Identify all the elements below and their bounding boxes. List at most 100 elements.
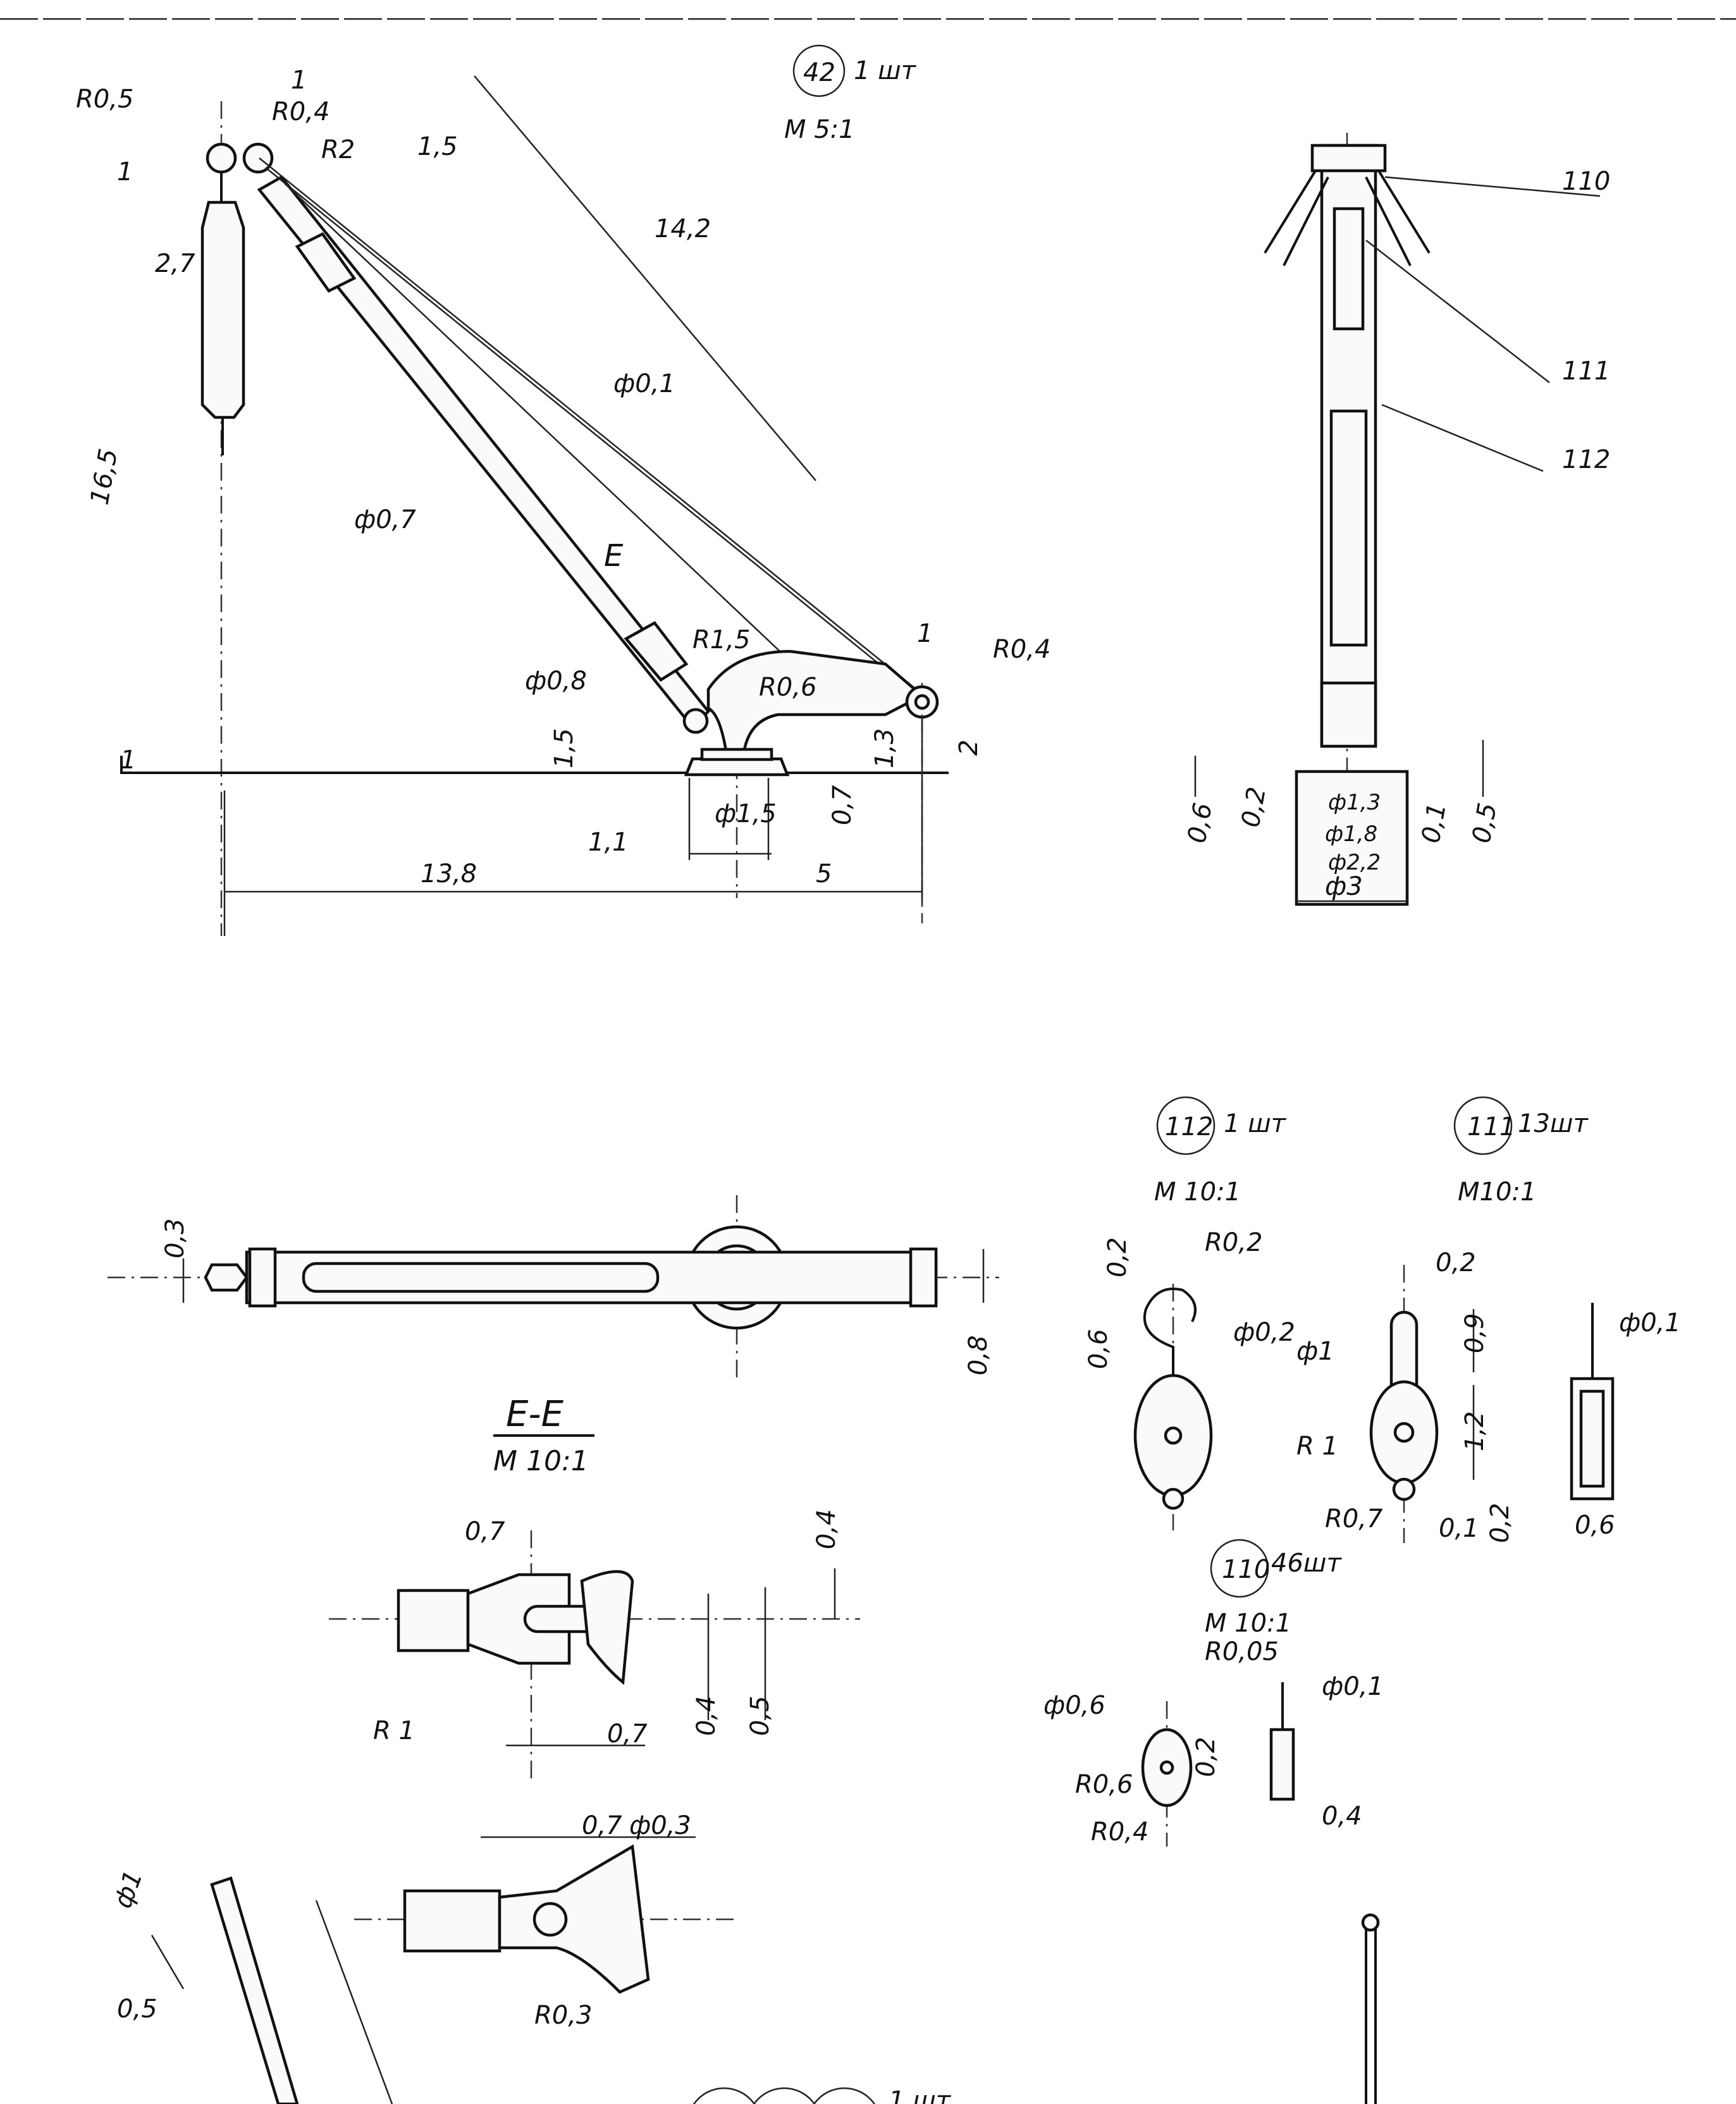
quantity: 46шт [1271,1549,1343,1578]
side-strap [1269,1728,1295,1801]
dim-label: ф1,3 [1328,790,1381,815]
dim-label: ф1,8 [1325,821,1377,847]
dim-label: ф2,2 [1328,850,1381,875]
dim-label: ф0,3 [629,1811,691,1840]
pin-bracket [498,1844,650,1994]
scale: M 10:1 [1154,1178,1241,1207]
head-pulley [204,1263,249,1292]
guy-rope [259,157,921,693]
dim-label: R 1 [1296,1432,1338,1461]
part-number-circle [753,2087,816,2104]
hatched-plate [580,1570,634,1685]
dim-label: R0,5 [76,85,133,114]
callout-label: 111 [1562,357,1610,386]
dim-label: 0,3 [161,1218,190,1258]
block-axle [1393,1422,1415,1443]
dim-label: ф3 [1325,872,1363,901]
dim-label: R1,5 [693,625,750,655]
boom-slot [302,1262,660,1293]
mast-view: 110 111 112 0,6 0,2 ф1,3 ф1,8 ф2,2 ф3 0,… [1183,133,1610,906]
dim-label: R 1 [373,1716,415,1745]
guy-rope [284,183,801,671]
dim-label: 2 [954,740,983,756]
part-number-circle [1453,1096,1513,1155]
block-eye [1162,1487,1185,1510]
top-view: 0,3 0,8 [108,1195,999,1379]
dim-label: 0,4 [812,1509,841,1549]
boom-view: 42 1 шт M 5:1 R0,5 R0,4 R2 1 1,5 1 2,7 1… [76,44,1050,936]
dim-label: 0,4 [1322,1802,1362,1831]
dim-label: R0,4 [993,635,1050,664]
dim-label: 0,5 [1467,801,1503,846]
pulley-top [206,142,237,174]
boom-head [248,1247,277,1308]
boom-base-ring [700,747,773,761]
callout-label: 110 [1562,167,1610,196]
boom-base-plate [684,757,790,777]
boom-tail [909,1247,938,1308]
boom-pivot [682,708,709,734]
dim-label: 1 [117,157,133,187]
dim-label: 0,2 [1103,1237,1132,1277]
dim-label: 0,4 [692,1695,721,1736]
quantity: 1 шт [854,56,917,85]
dim-label: 0,7 [607,1719,648,1749]
boom-arm [257,175,711,730]
part-number-circle [1210,1539,1269,1598]
dim-label: 0,5 [746,1695,775,1736]
dim-label: 1,1 [588,828,629,857]
arrow [1377,169,1431,254]
guy-rope [265,167,923,699]
boom-sleeve-top [295,232,357,293]
bracket-eye-inner [914,694,930,710]
dim-label: 0,8 [964,1335,993,1375]
side-sheave [1579,1389,1605,1488]
part-112-view: 112 1 шт M 10:1 R0,2 0,2 ф0,2 0,6 [1084,1096,1295,1530]
dim-label: R0,4 [272,97,329,126]
dim-label: 16,5 [85,446,124,507]
quantity: 13шт [1518,1109,1589,1138]
dim-label: R0,05 [1205,1637,1279,1666]
arrow [1264,169,1317,254]
dim-label: 14,2 [655,214,711,243]
mast-cap [1361,1913,1380,1932]
dim-label: 0,7 [465,1517,505,1546]
dim-label: ф0,1 [1322,1672,1384,1701]
dim-label: 0,2 [1191,1737,1221,1777]
mast-top [1310,144,1387,173]
dim-label: 0,2 [1236,785,1272,830]
rod-end [403,1889,502,1953]
arrow [1365,176,1412,266]
dim-label: 13,8 [421,859,477,889]
dim-label: R0,3 [534,2001,592,2030]
dim-label: ф0,7 [354,505,416,534]
dim-label: ф1 [108,1867,149,1912]
dim-label: 0,5 [117,1995,157,2024]
dim-label: R2 [321,135,355,164]
dim-label: R0,6 [1075,1770,1133,1799]
dim-label: 0,2 [1436,1248,1476,1277]
dim-label: 2,7 [155,249,195,278]
scale: M 5:1 [784,115,855,144]
dim-label: 0,6 [1183,801,1218,846]
dim-line [474,75,816,481]
detail-fork: 0,7 0,4 R 1 0,4 0,5 0,7 [329,1509,860,1783]
mast-inner-block [1333,207,1365,331]
part-number: 111 [1467,1112,1515,1141]
dim-label: ф1,5 [715,799,777,828]
block-axle [1159,1760,1174,1775]
part-number: 42 [803,58,835,87]
dim-line [151,1935,185,1990]
part-number: 110 [1222,1555,1270,1584]
boom-sleeve-bottom [624,621,689,682]
dim-label: ф0,1 [1619,1308,1681,1338]
rod-end [397,1589,470,1652]
quantity: 1 шт [889,2086,952,2104]
pin-hole [532,1902,568,1937]
dim-label: 1,2 [1460,1411,1489,1451]
fork-body [466,1573,571,1665]
dim-label: ф0,6 [1043,1691,1105,1720]
dim-label: 0,6 [1084,1329,1113,1369]
dim-label: 1 [291,66,307,95]
dim-label: R0,2 [1205,1228,1262,1257]
